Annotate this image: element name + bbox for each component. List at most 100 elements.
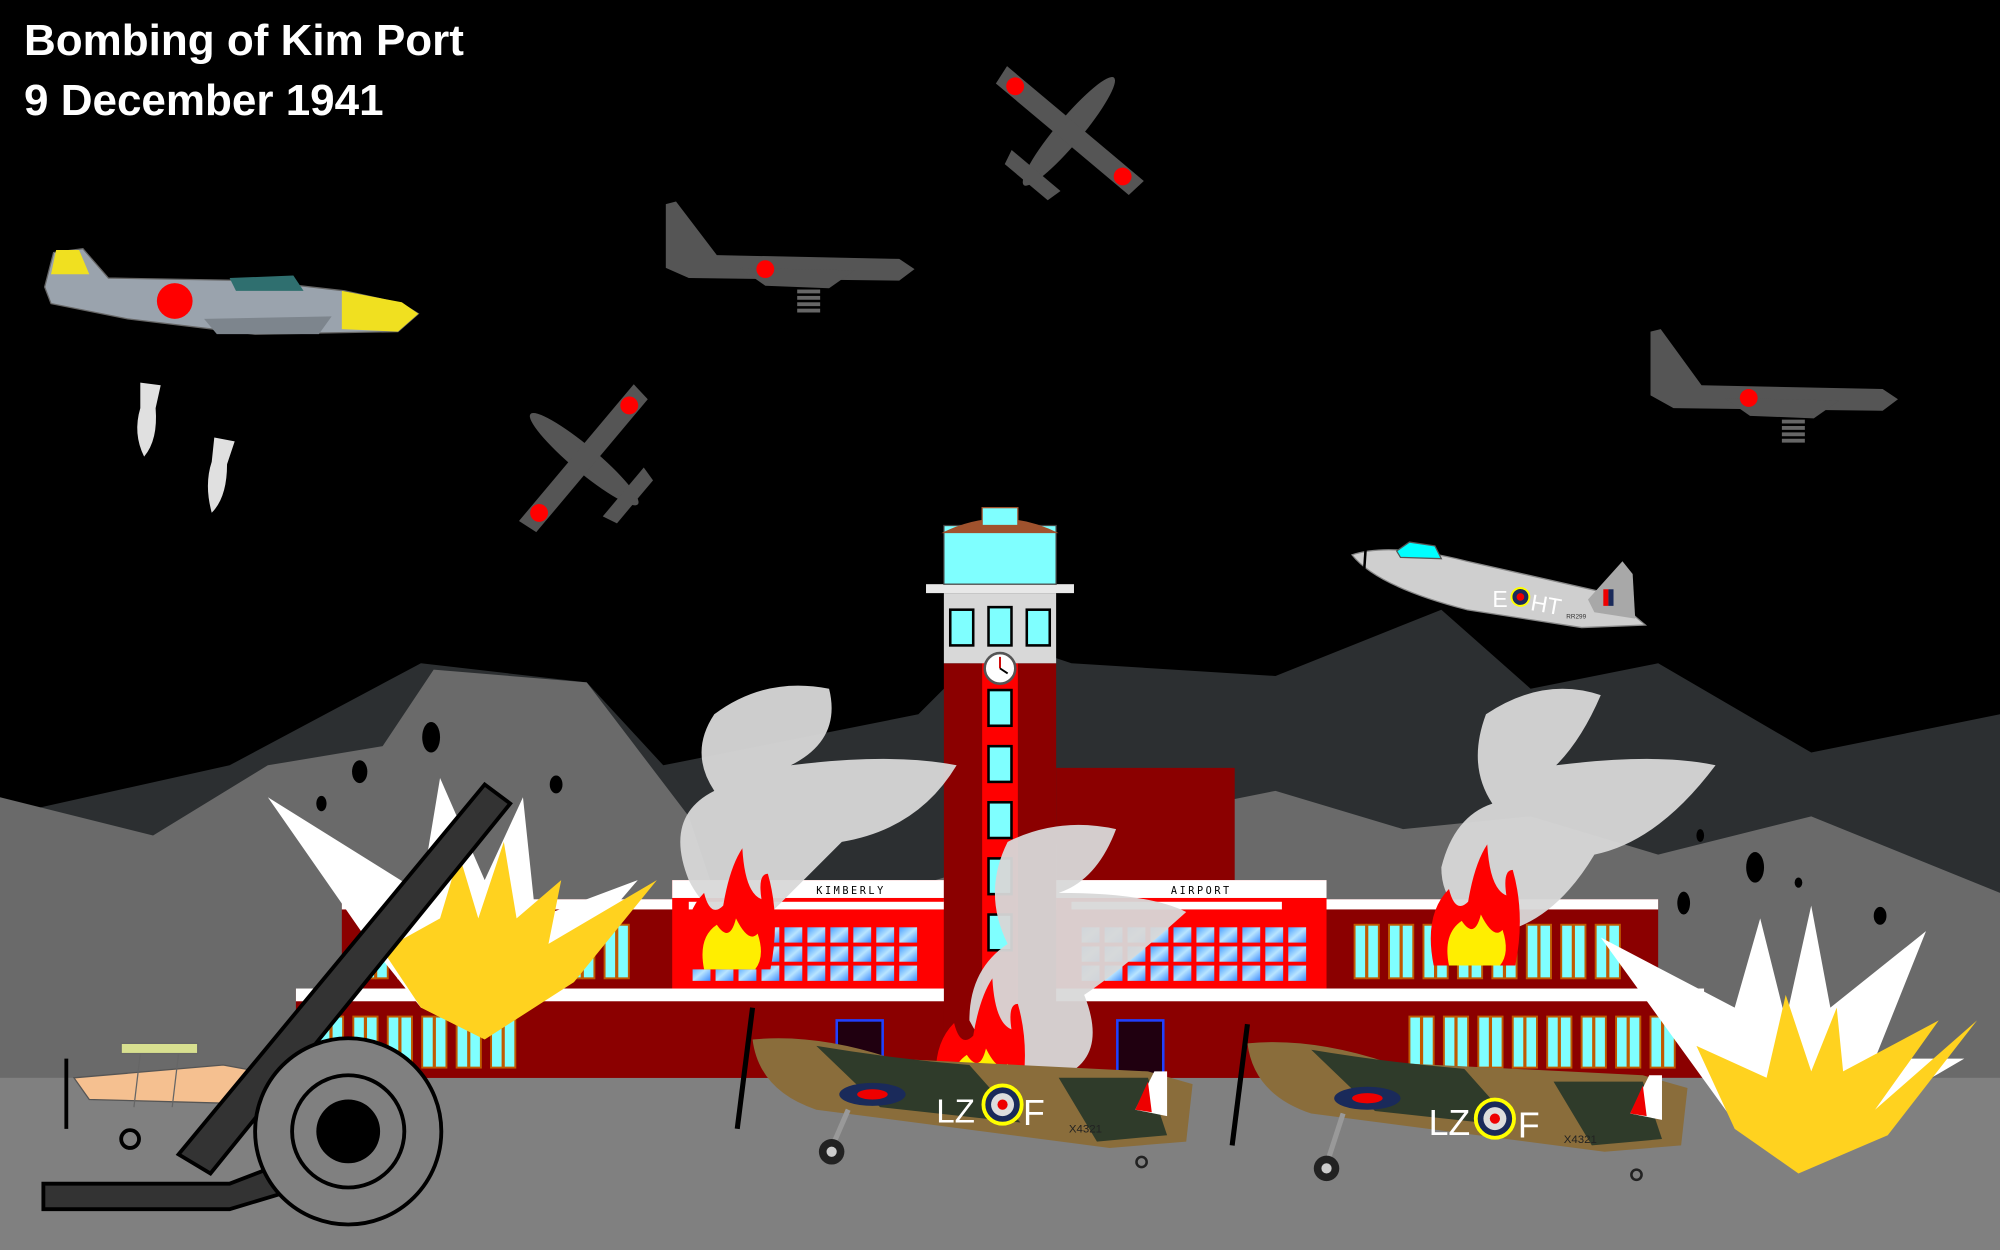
- window: [616, 923, 630, 980]
- window: [1219, 946, 1238, 962]
- explosion-left: [267, 778, 657, 1040]
- window: [421, 1015, 435, 1069]
- mosquito-code-left: E: [1492, 586, 1507, 612]
- hinomaru-icon: [756, 260, 775, 279]
- spitfire-1-code-left: LZ: [936, 1093, 975, 1130]
- spitfire-1-serial: X4321: [1069, 1124, 1102, 1136]
- window: [1524, 1015, 1538, 1069]
- window: [1511, 1015, 1526, 1069]
- window: [876, 927, 895, 943]
- window: [853, 946, 872, 962]
- window: [1219, 927, 1238, 943]
- fighter-topdown-1: [995, 66, 1144, 201]
- window: [830, 927, 849, 943]
- spitfire-2-code-left: LZ: [1429, 1103, 1471, 1143]
- window: [1546, 1015, 1560, 1069]
- window: [784, 965, 803, 981]
- window: [1593, 1015, 1607, 1069]
- falling-bombs: [137, 382, 235, 513]
- mosquito-plane: E HT RR299: [1350, 522, 1648, 629]
- window: [1265, 927, 1284, 943]
- door-right: [1116, 1019, 1165, 1080]
- fighter-topdown-2: [518, 384, 654, 533]
- debris: [316, 721, 1887, 925]
- mosquito-serial: RR299: [1566, 614, 1586, 621]
- window: [899, 927, 918, 943]
- window: [1150, 946, 1169, 962]
- window: [1649, 1015, 1663, 1069]
- window: [1173, 965, 1192, 981]
- window: [1265, 965, 1284, 981]
- window: [1353, 923, 1368, 980]
- window: [1421, 1015, 1435, 1069]
- hinomaru-icon: [156, 283, 193, 319]
- window: [876, 965, 895, 981]
- window: [1615, 1015, 1629, 1069]
- window: [899, 965, 918, 981]
- spitfire-1: LZ F X4321: [734, 1007, 1193, 1169]
- window: [784, 927, 803, 943]
- window: [1455, 1015, 1470, 1069]
- window: [1219, 965, 1238, 981]
- spitfire-2-serial: X4321: [1564, 1134, 1597, 1146]
- window: [1408, 1015, 1422, 1069]
- window: [1366, 923, 1380, 980]
- title-line-1: Bombing of Kim Port: [24, 16, 464, 65]
- window: [1388, 923, 1402, 980]
- japanese-fighter-camo: [43, 248, 420, 335]
- window: [1196, 946, 1215, 962]
- window: [1196, 927, 1215, 943]
- window: [1127, 965, 1146, 981]
- window: [1242, 965, 1261, 981]
- spitfire-2: LZ F X4321: [1229, 1023, 1688, 1182]
- window: [807, 946, 826, 962]
- window: [692, 965, 711, 981]
- window: [1173, 946, 1192, 962]
- mosquito-code-right: HT: [1529, 589, 1564, 620]
- window: [1265, 946, 1284, 962]
- bomber-2: [1650, 329, 1898, 443]
- window: [1196, 965, 1215, 981]
- hinomaru-icon: [1739, 389, 1758, 407]
- window: [1538, 923, 1552, 980]
- window: [738, 965, 757, 981]
- window: [761, 965, 780, 981]
- window: [784, 946, 803, 962]
- title-line-2: 9 December 1941: [24, 76, 384, 125]
- window: [1442, 1015, 1457, 1069]
- window: [1573, 923, 1587, 980]
- explosion-right: [1600, 905, 1978, 1174]
- sign-kimberly: KIMBERLY: [816, 886, 885, 897]
- window: [853, 965, 872, 981]
- window: [1558, 1015, 1573, 1069]
- window: [1560, 923, 1574, 980]
- window: [1288, 946, 1307, 962]
- window: [433, 1015, 448, 1069]
- window: [807, 965, 826, 981]
- window: [1288, 965, 1307, 981]
- window: [830, 946, 849, 962]
- window: [1242, 946, 1261, 962]
- window: [715, 965, 734, 981]
- window: [1173, 927, 1192, 943]
- window: [1242, 927, 1261, 943]
- window: [853, 927, 872, 943]
- anti-aircraft-gun: [41, 781, 513, 1227]
- terminal-windows: [317, 923, 1676, 1069]
- spitfire-1-code-right: F: [1023, 1093, 1045, 1133]
- window: [1477, 1015, 1491, 1069]
- window: [876, 946, 895, 962]
- bomber-1: [665, 201, 915, 313]
- sign-airport: AIRPORT: [1171, 886, 1232, 897]
- window: [1594, 923, 1609, 980]
- window: [1400, 923, 1415, 980]
- window: [1490, 1015, 1504, 1069]
- spitfire-2-code-right: F: [1518, 1106, 1540, 1146]
- window: [1627, 1015, 1642, 1069]
- window: [1288, 927, 1307, 943]
- window: [1150, 965, 1169, 981]
- window: [1525, 923, 1540, 980]
- window: [807, 927, 826, 943]
- window: [830, 965, 849, 981]
